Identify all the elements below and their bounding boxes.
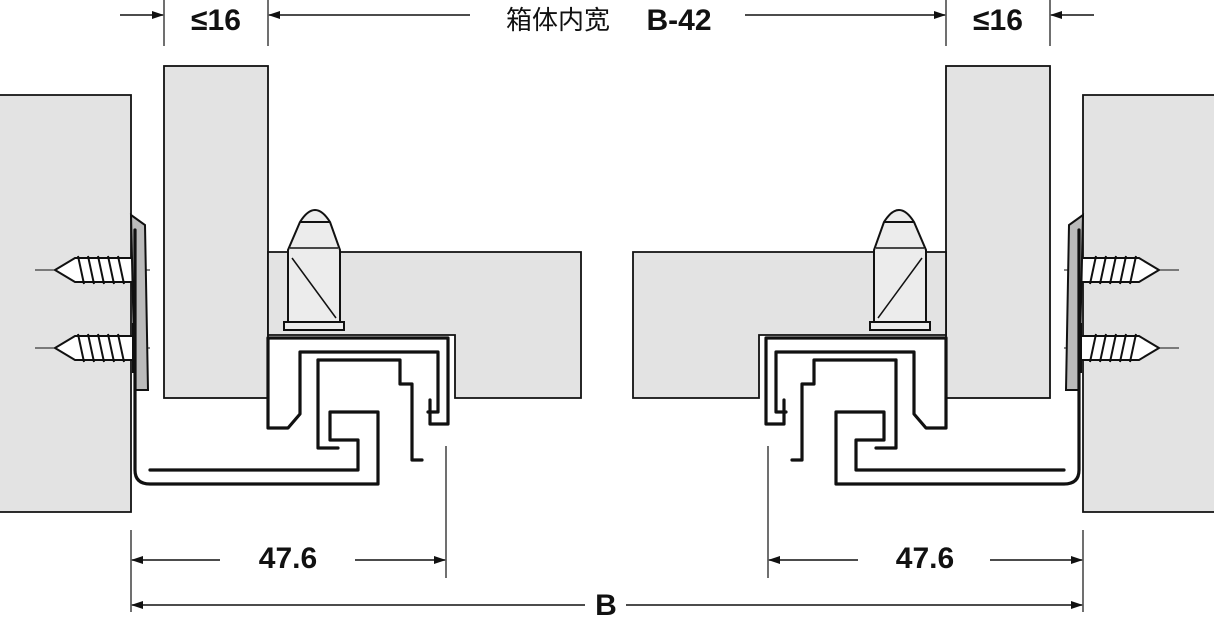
right-drawer-bottom [632, 251, 947, 399]
right-assembly [632, 65, 1214, 513]
inner-width-label: 箱体内宽 [506, 6, 610, 36]
left-drawer-bottom [267, 251, 582, 399]
left-side-thickness: ≤16 [191, 4, 241, 37]
right-side-thickness: ≤16 [973, 4, 1023, 37]
right-rail-width: 47.6 [896, 542, 954, 575]
right-locking-clip [869, 209, 931, 331]
right-drawer-side [945, 65, 1051, 399]
inner-width-value: B-42 [646, 4, 711, 37]
left-rail-width: 47.6 [259, 542, 317, 575]
top-dimension-row: ≤16 箱体内宽 B-42 ≤16 [120, 0, 1094, 46]
right-cabinet-wall [1082, 94, 1214, 513]
left-cabinet-wall [0, 94, 132, 513]
left-rail-profile [133, 228, 450, 486]
right-rail-profile [764, 228, 1081, 486]
left-locking-clip [283, 209, 345, 331]
overall-width: B [595, 589, 617, 622]
bottom-dimension-row: 47.6 47.6 B [130, 446, 1084, 622]
left-drawer-side [163, 65, 269, 399]
left-assembly [0, 65, 582, 513]
